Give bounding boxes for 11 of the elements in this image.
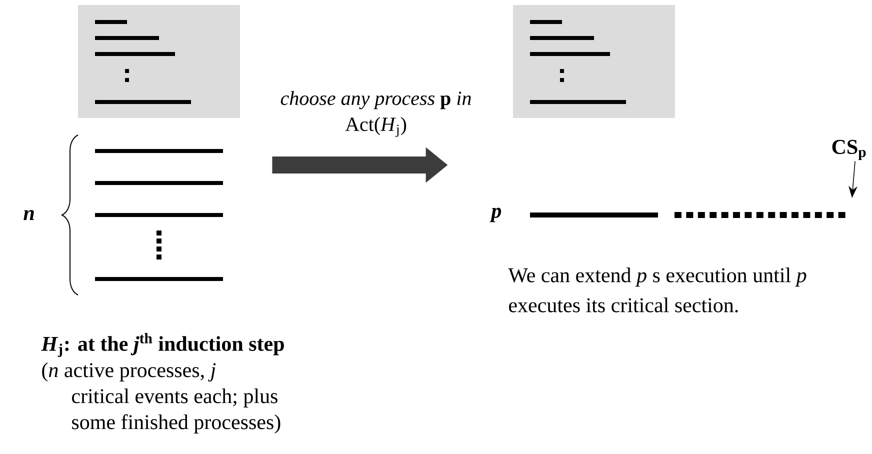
text-label: H$_{j}$: at thej$^{th}$ induction step (41, 333, 284, 357)
text-label: CS$_{p}$ (832, 140, 866, 160)
process-lines-drawing (95, 149, 223, 281)
timeline-drawing: p (490, 208, 846, 222)
node-label: p (490, 208, 502, 222)
text-label: We can extend p s execution until p executes its critical section. (508, 268, 806, 312)
history-box (513, 5, 675, 118)
edge-label: choose any process p in Act(H$_{j}$) (280, 91, 471, 137)
text-label: (n active processes, j critical events each; plus some finished processes) (42, 362, 280, 434)
text-label: n (24, 210, 34, 220)
history-box (78, 5, 240, 118)
